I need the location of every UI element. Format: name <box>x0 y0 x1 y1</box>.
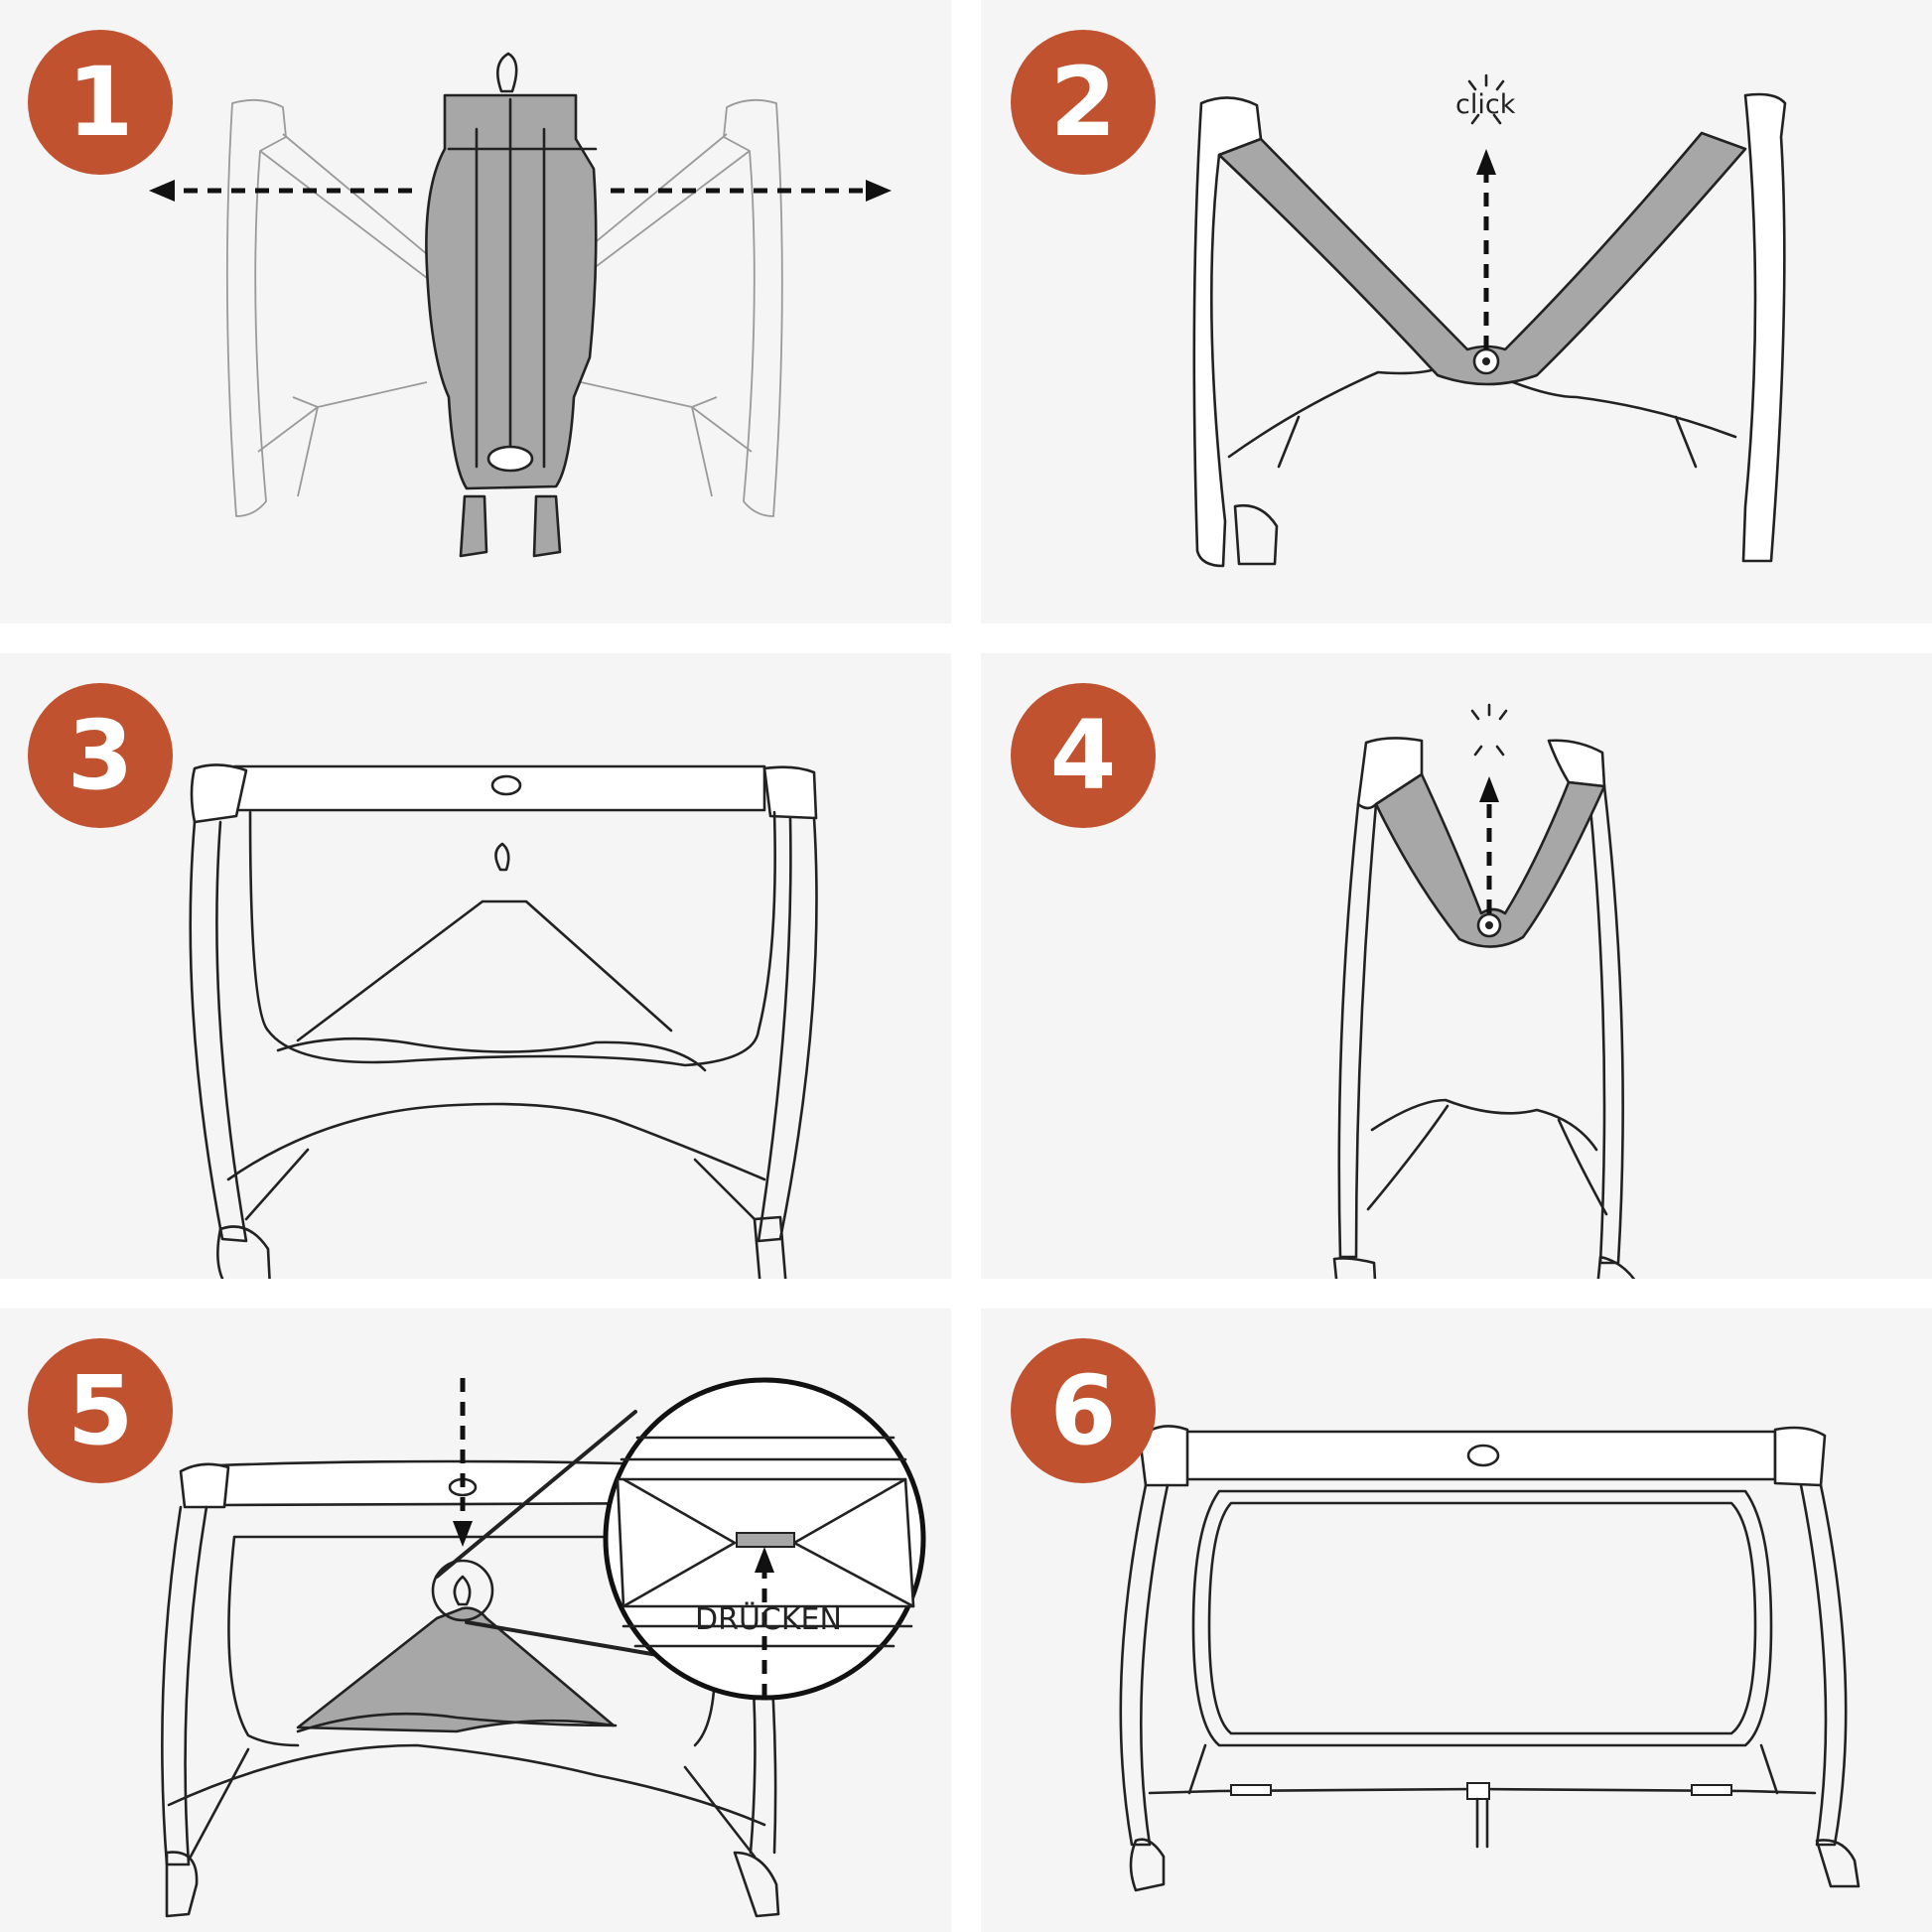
step-3-panel: 3 <box>0 653 951 1279</box>
step-6-panel: 6 <box>981 1309 1932 1932</box>
druecken-label: DRÜCKEN <box>695 1602 842 1637</box>
step-4-panel: click 4 <box>981 653 1932 1395</box>
step-3-illustration <box>189 763 818 1279</box>
step-number-badge: 1 <box>28 30 173 175</box>
step-4-illustration <box>1332 703 1636 1279</box>
step-number-badge: 2 <box>1011 30 1156 175</box>
step-5-illustration <box>161 1377 926 1918</box>
step-1-panel: 1 <box>0 0 951 623</box>
step-2-panel: click 2 <box>981 0 1932 623</box>
step-1-illustration <box>149 52 892 558</box>
step-number-badge: 5 <box>28 1338 173 1483</box>
step-number-badge: 3 <box>28 683 173 828</box>
step-5-panel: DRÜCKEN 5 <box>0 1309 951 1932</box>
click-label: click <box>1455 89 1516 120</box>
step-2-illustration <box>1192 73 1787 568</box>
step-number-badge: 6 <box>1011 1338 1156 1483</box>
step-number-badge: 4 <box>1011 683 1156 828</box>
